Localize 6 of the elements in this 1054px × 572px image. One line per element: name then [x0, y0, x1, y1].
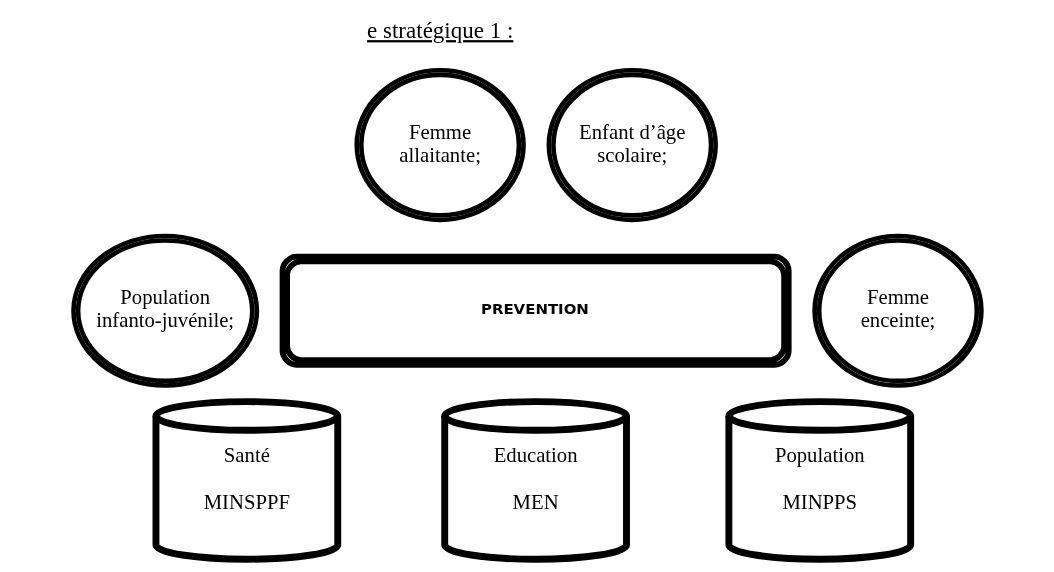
node-box: PREVENTION	[279, 253, 792, 368]
node-ellipse: Femme allaitante;	[353, 68, 526, 223]
label: e stratégique 1 :	[366, 18, 513, 44]
node-ellipse: Femme enceinte;	[811, 233, 984, 388]
node-ellipse: Enfant d’âge scolaire;	[546, 68, 718, 223]
node-ellipse: Population infanto-juvénile;	[70, 233, 259, 388]
